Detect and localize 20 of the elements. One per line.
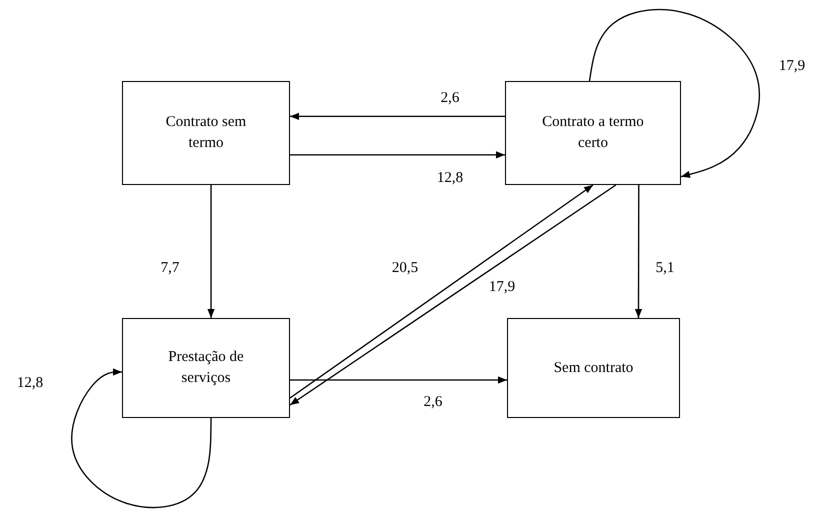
edge-label: 7,7	[158, 259, 182, 277]
state-box	[122, 81, 290, 185]
edge-label: 20,5	[390, 259, 420, 277]
node-label: Sem contrato	[552, 358, 634, 378]
edge-label: 5,1	[654, 259, 676, 277]
arrow	[588, 8, 760, 178]
state-box	[507, 318, 680, 418]
arrow	[71, 368, 212, 508]
node-label: Prestação de serviços	[167, 348, 245, 388]
node-label: Contrato sem termo	[164, 113, 248, 153]
edge-label: 2,6	[422, 393, 444, 411]
node-label: Contrato a termo certo	[541, 113, 645, 153]
arrow	[290, 112, 505, 120]
state-box	[505, 81, 681, 185]
arrow	[290, 151, 505, 158]
arrow	[207, 185, 215, 318]
arrow	[290, 376, 507, 384]
state-box	[122, 318, 290, 418]
arrow	[634, 185, 642, 318]
edge-label: 2,6	[438, 89, 462, 107]
